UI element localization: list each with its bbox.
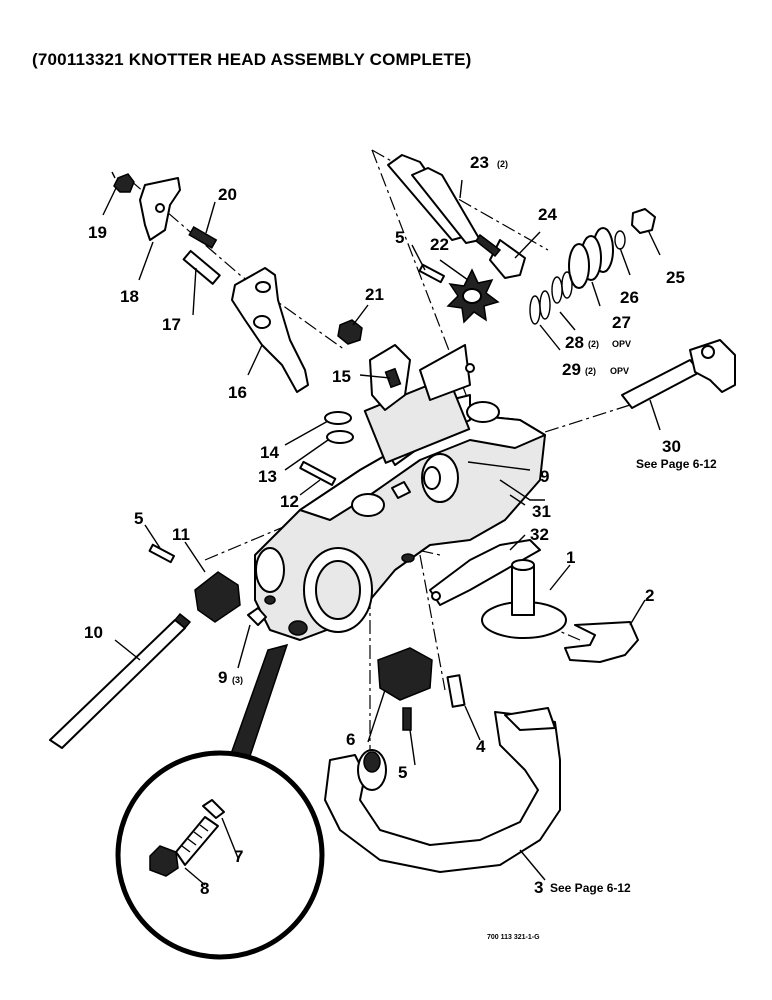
callout-5-upper: 5 (395, 228, 404, 247)
callout-13: 13 (258, 467, 277, 486)
knotter-hook (324, 707, 561, 873)
callout-4: 4 (476, 737, 486, 756)
opv-29: OPV (610, 366, 629, 376)
callout-18: 18 (120, 287, 139, 306)
note-30: See Page 6-12 (636, 457, 717, 471)
callout-10: 10 (84, 623, 103, 642)
knotter-frame (254, 344, 546, 641)
callout-19: 19 (88, 223, 107, 242)
detail-inset (115, 643, 325, 960)
callout-5-lower: 5 (398, 763, 407, 782)
callout-12: 12 (280, 492, 299, 511)
left-lower-parts (49, 543, 415, 749)
callout-15: 15 (332, 367, 351, 386)
callout-14: 14 (260, 443, 279, 462)
callout-28: 28 (565, 333, 584, 352)
opv-28: OPV (612, 339, 631, 349)
callout-26: 26 (620, 288, 639, 307)
callout-22: 22 (430, 235, 449, 254)
callout-23: 23 (470, 153, 489, 172)
assembly-axis-lines (129, 149, 631, 760)
callout-30: 30 (662, 437, 681, 456)
leader-lines (102, 179, 661, 886)
qty-28: (2) (588, 339, 599, 349)
callout-11: 11 (172, 525, 190, 544)
billhook-cam-group (387, 154, 526, 279)
knife-arm-group (111, 171, 309, 393)
callout-1: 1 (566, 548, 575, 567)
small-hardware-upper (299, 319, 411, 499)
spring-stack (529, 208, 656, 325)
callout-25: 25 (666, 268, 685, 287)
callout-7: 7 (234, 847, 243, 866)
callout-31: 31 (532, 502, 551, 521)
star-wheel-group (418, 263, 500, 324)
qty-9: (3) (232, 675, 243, 685)
callout-8: 8 (200, 879, 209, 898)
callout-29: 29 (562, 360, 581, 379)
callout-20: 20 (218, 185, 237, 204)
shaft-30 (621, 339, 736, 409)
callout-9-right: 9 (540, 467, 549, 486)
callout-27: 27 (612, 313, 631, 332)
figure-code: 700 113 321-1-G (487, 934, 540, 941)
page-title: (700113321 KNOTTER HEAD ASSEMBLY COMPLET… (32, 50, 472, 69)
qty-29: (2) (585, 366, 596, 376)
lower-right-parts (429, 539, 639, 663)
center-lower-parts (377, 647, 466, 731)
callout-32: 32 (530, 525, 549, 544)
qty-23: (2) (497, 159, 508, 169)
callout-2: 2 (645, 586, 654, 605)
callout-9-left: 9 (218, 668, 227, 687)
note-3: See Page 6-12 (550, 881, 631, 895)
callout-3: 3 (534, 878, 543, 897)
callout-labels: 19 20 18 17 16 21 15 14 13 12 5 22 23 (2… (84, 153, 717, 941)
callout-6: 6 (346, 730, 355, 749)
callout-5-left: 5 (134, 509, 143, 528)
callout-24: 24 (538, 205, 557, 224)
callout-21: 21 (365, 285, 384, 304)
callout-17: 17 (162, 315, 181, 334)
callout-16: 16 (228, 383, 247, 402)
